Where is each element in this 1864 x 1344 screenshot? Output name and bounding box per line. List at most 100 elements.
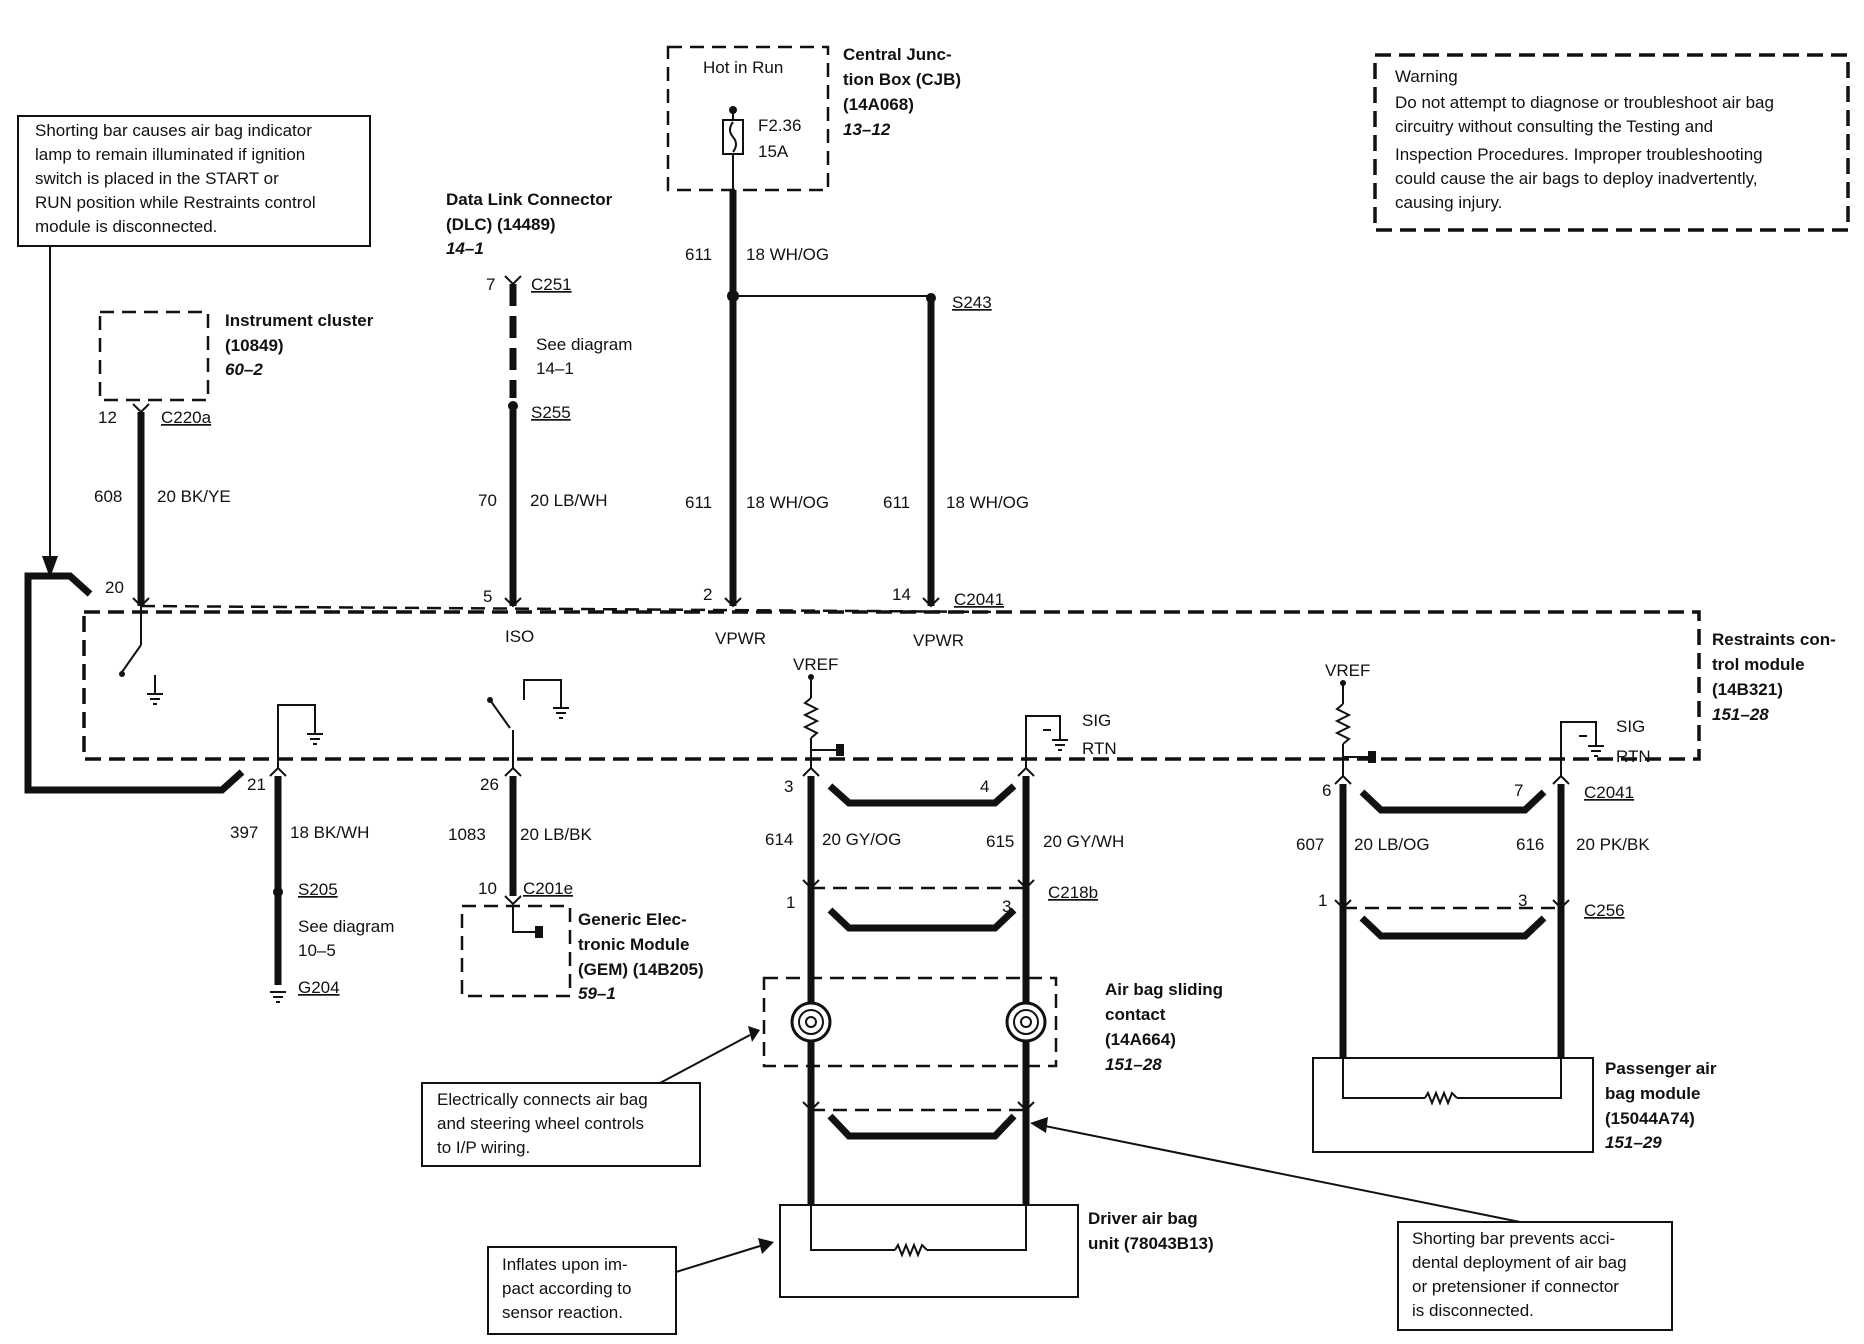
svg-text:12: 12 (98, 408, 117, 427)
svg-text:1: 1 (1318, 891, 1327, 910)
svg-text:C218b: C218b (1048, 883, 1098, 902)
svg-text:tion Box (CJB): tion Box (CJB) (843, 70, 961, 89)
circuit-397: 21 397 18 BK/WH S205 See diagram 10–5 G2… (230, 766, 394, 1003)
svg-text:6: 6 (1322, 781, 1331, 800)
svg-text:VREF: VREF (1325, 661, 1370, 680)
svg-text:1083: 1083 (448, 825, 486, 844)
svg-text:611: 611 (883, 493, 910, 512)
svg-text:Inspection Procedures. Imprope: Inspection Procedures. Improper troubles… (1395, 145, 1763, 164)
svg-text:could cause the air bags to de: could cause the air bags to deploy inadv… (1395, 169, 1758, 188)
driver-airbag-circuits: 3 4 614 20 GY/OG 615 20 GY/WH 1 3 C218b (765, 766, 1124, 1205)
svg-text:VREF: VREF (793, 655, 838, 674)
air-bag-sliding-contact: Air bag sliding contact (14A664) 151–28 (762, 976, 1223, 1074)
svg-text:615: 615 (986, 832, 1014, 851)
svg-text:14: 14 (892, 585, 911, 604)
svg-text:Hot in Run: Hot in Run (703, 58, 783, 77)
svg-text:module is disconnected.: module is disconnected. (35, 217, 217, 236)
shorting-bar-note-bottom: Shorting bar prevents acci- dental deplo… (1030, 1117, 1673, 1331)
svg-text:20 GY/OG: 20 GY/OG (822, 830, 901, 849)
svg-text:608: 608 (94, 487, 122, 506)
svg-text:Do not attempt to diagnose or: Do not attempt to diagnose or troublesho… (1395, 93, 1774, 112)
passenger-airbag-circuits: 6 7 C2041 607 20 LB/OG 616 20 PK/BK 1 3 … (1296, 774, 1650, 1058)
inflates-note: Inflates upon im- pact according to sens… (487, 1238, 774, 1335)
svg-text:and steering wheel controls: and steering wheel controls (437, 1114, 644, 1133)
svg-text:59–1: 59–1 (578, 984, 616, 1003)
svg-text:15A: 15A (758, 142, 789, 161)
svg-text:C2041: C2041 (1584, 783, 1634, 802)
svg-text:C2041: C2041 (954, 590, 1004, 609)
svg-text:switch is placed in the START: switch is placed in the START or (35, 169, 279, 188)
svg-text:3: 3 (784, 777, 793, 796)
svg-text:ISO: ISO (505, 627, 534, 646)
svg-text:RTN: RTN (1082, 739, 1117, 758)
svg-text:Air bag sliding: Air bag sliding (1105, 980, 1223, 999)
svg-text:397: 397 (230, 823, 258, 842)
svg-text:10: 10 (478, 879, 497, 898)
svg-text:(15044A74): (15044A74) (1605, 1109, 1695, 1128)
svg-text:Electrically connects air bag: Electrically connects air bag (437, 1090, 648, 1109)
svg-text:(14A664): (14A664) (1105, 1030, 1176, 1049)
svg-text:to I/P wiring.: to I/P wiring. (437, 1138, 530, 1157)
generic-electronic-module: Generic Elec- tronic Module (GEM) (14B20… (460, 904, 704, 1003)
svg-text:611: 611 (685, 245, 712, 264)
svg-text:unit (78043B13): unit (78043B13) (1088, 1234, 1214, 1253)
warning-box: Warning Do not attempt to diagnose or tr… (1373, 53, 1850, 232)
connector-c2041-line (140, 604, 1006, 614)
svg-text:VPWR: VPWR (913, 631, 964, 650)
svg-text:trol module: trol module (1712, 655, 1805, 674)
svg-text:C251: C251 (531, 275, 572, 294)
svg-text:is disconnected.: is disconnected. (1412, 1301, 1534, 1320)
svg-text:S205: S205 (298, 880, 338, 899)
svg-text:S243: S243 (952, 293, 992, 312)
svg-text:20 LB/BK: 20 LB/BK (520, 825, 592, 844)
svg-text:(DLC) (14489): (DLC) (14489) (446, 215, 556, 234)
svg-text:Inflates upon im-: Inflates upon im- (502, 1255, 628, 1274)
svg-text:614: 614 (765, 830, 793, 849)
svg-text:1: 1 (786, 893, 795, 912)
svg-text:3: 3 (1002, 897, 1011, 916)
svg-text:Driver air bag: Driver air bag (1088, 1209, 1198, 1228)
circuit-611: 611 18 WH/OG S243 611 18 WH/OG 611 18 WH… (685, 190, 1029, 650)
svg-text:RTN: RTN (1616, 747, 1651, 766)
shorting-bar-note-top: Shorting bar causes air bag indicator la… (17, 115, 371, 247)
svg-text:tronic Module: tronic Module (578, 935, 689, 954)
svg-text:10–5: 10–5 (298, 941, 336, 960)
instrument-cluster: Instrument cluster (10849) 60–2 (98, 310, 374, 402)
internal-switches: VREF SIG RTN VREF SIG RTN (119, 606, 1651, 776)
svg-text:20: 20 (105, 578, 124, 597)
svg-text:F2.36: F2.36 (758, 116, 801, 135)
svg-text:Passenger air: Passenger air (1605, 1059, 1717, 1078)
svg-text:5: 5 (483, 587, 492, 606)
svg-text:18 WH/OG: 18 WH/OG (746, 245, 829, 264)
circuit-1083: 26 1083 20 LB/BK 10 C201e (448, 766, 592, 906)
svg-text:611: 611 (685, 493, 712, 512)
svg-text:151–28: 151–28 (1712, 705, 1769, 724)
svg-text:contact: contact (1105, 1005, 1166, 1024)
svg-text:20 LB/OG: 20 LB/OG (1354, 835, 1430, 854)
svg-text:Warning: Warning (1395, 67, 1458, 86)
driver-air-bag-unit: Driver air bag unit (78043B13) (779, 1204, 1214, 1298)
svg-text:20 LB/WH: 20 LB/WH (530, 491, 607, 510)
shorting-bar (24, 572, 245, 794)
svg-text:bag module: bag module (1605, 1084, 1700, 1103)
svg-text:(14B321): (14B321) (1712, 680, 1783, 699)
svg-text:20 GY/WH: 20 GY/WH (1043, 832, 1124, 851)
svg-text:RUN position while Restraints: RUN position while Restraints control (35, 193, 316, 212)
svg-text:20 BK/YE: 20 BK/YE (157, 487, 231, 506)
svg-text:(14A068): (14A068) (843, 95, 914, 114)
pin-arrows-top (132, 597, 940, 608)
svg-text:G204: G204 (298, 978, 340, 997)
svg-text:70: 70 (478, 491, 497, 510)
svg-text:SIG: SIG (1082, 711, 1111, 730)
svg-text:3: 3 (1518, 891, 1527, 910)
svg-text:4: 4 (980, 777, 989, 796)
svg-text:26: 26 (480, 775, 499, 794)
svg-text:18 WH/OG: 18 WH/OG (746, 493, 829, 512)
central-junction-box: Hot in Run F2.36 15A Central Junc- tion … (666, 45, 961, 192)
svg-text:18 WH/OG: 18 WH/OG (946, 493, 1029, 512)
svg-text:SIG: SIG (1616, 717, 1645, 736)
svg-text:C220a: C220a (161, 408, 212, 427)
svg-text:151–29: 151–29 (1605, 1133, 1662, 1152)
svg-text:21: 21 (247, 775, 266, 794)
circuit-608: 12 C220a 608 20 BK/YE 20 (94, 403, 231, 606)
